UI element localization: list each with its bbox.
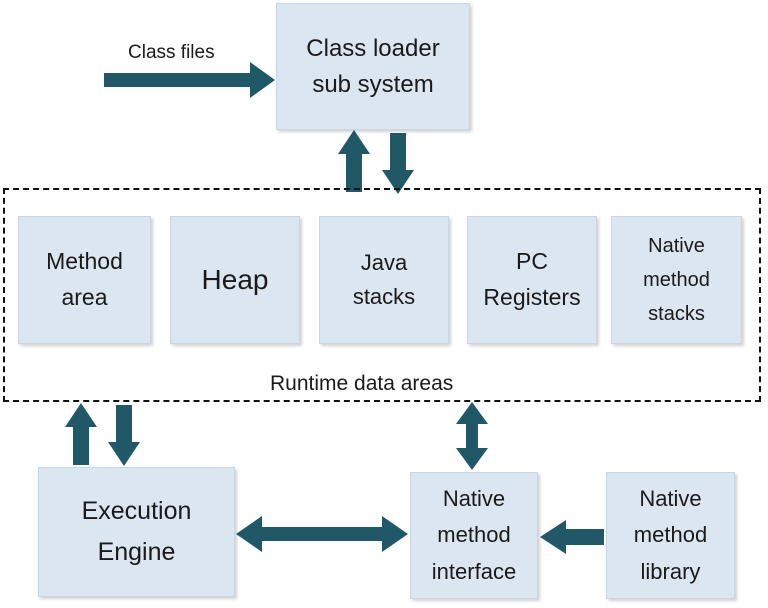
pc-registers-box: PC Registers bbox=[467, 216, 597, 344]
arrow-runtime-native-interface bbox=[456, 402, 488, 470]
method-area-box: Method area bbox=[18, 216, 151, 344]
native-method-stacks-box: Native method stacks bbox=[611, 216, 742, 344]
arrow-engine-native-interface bbox=[236, 516, 408, 552]
runtime-data-areas-frame bbox=[3, 188, 761, 402]
heap-box: Heap bbox=[170, 216, 300, 344]
native-method-interface-box: Native method interface bbox=[410, 472, 538, 599]
arrow-runtime-to-engine bbox=[108, 405, 140, 466]
arrow-runtime-to-loader bbox=[338, 130, 370, 192]
native-method-library-box: Native method library bbox=[606, 472, 735, 599]
class-loader-subsystem-box: Class loader sub system bbox=[276, 3, 470, 130]
arrow-class-files-to-loader bbox=[104, 62, 275, 98]
java-stacks-box: Java stacks bbox=[319, 216, 449, 344]
execution-engine-box: Execution Engine bbox=[38, 467, 235, 597]
class-files-label: Class files bbox=[128, 42, 215, 63]
arrow-loader-to-runtime bbox=[382, 133, 414, 194]
arrow-engine-to-runtime bbox=[65, 403, 97, 465]
arrow-library-to-interface bbox=[540, 520, 604, 554]
runtime-data-areas-label: Runtime data areas bbox=[270, 372, 454, 395]
